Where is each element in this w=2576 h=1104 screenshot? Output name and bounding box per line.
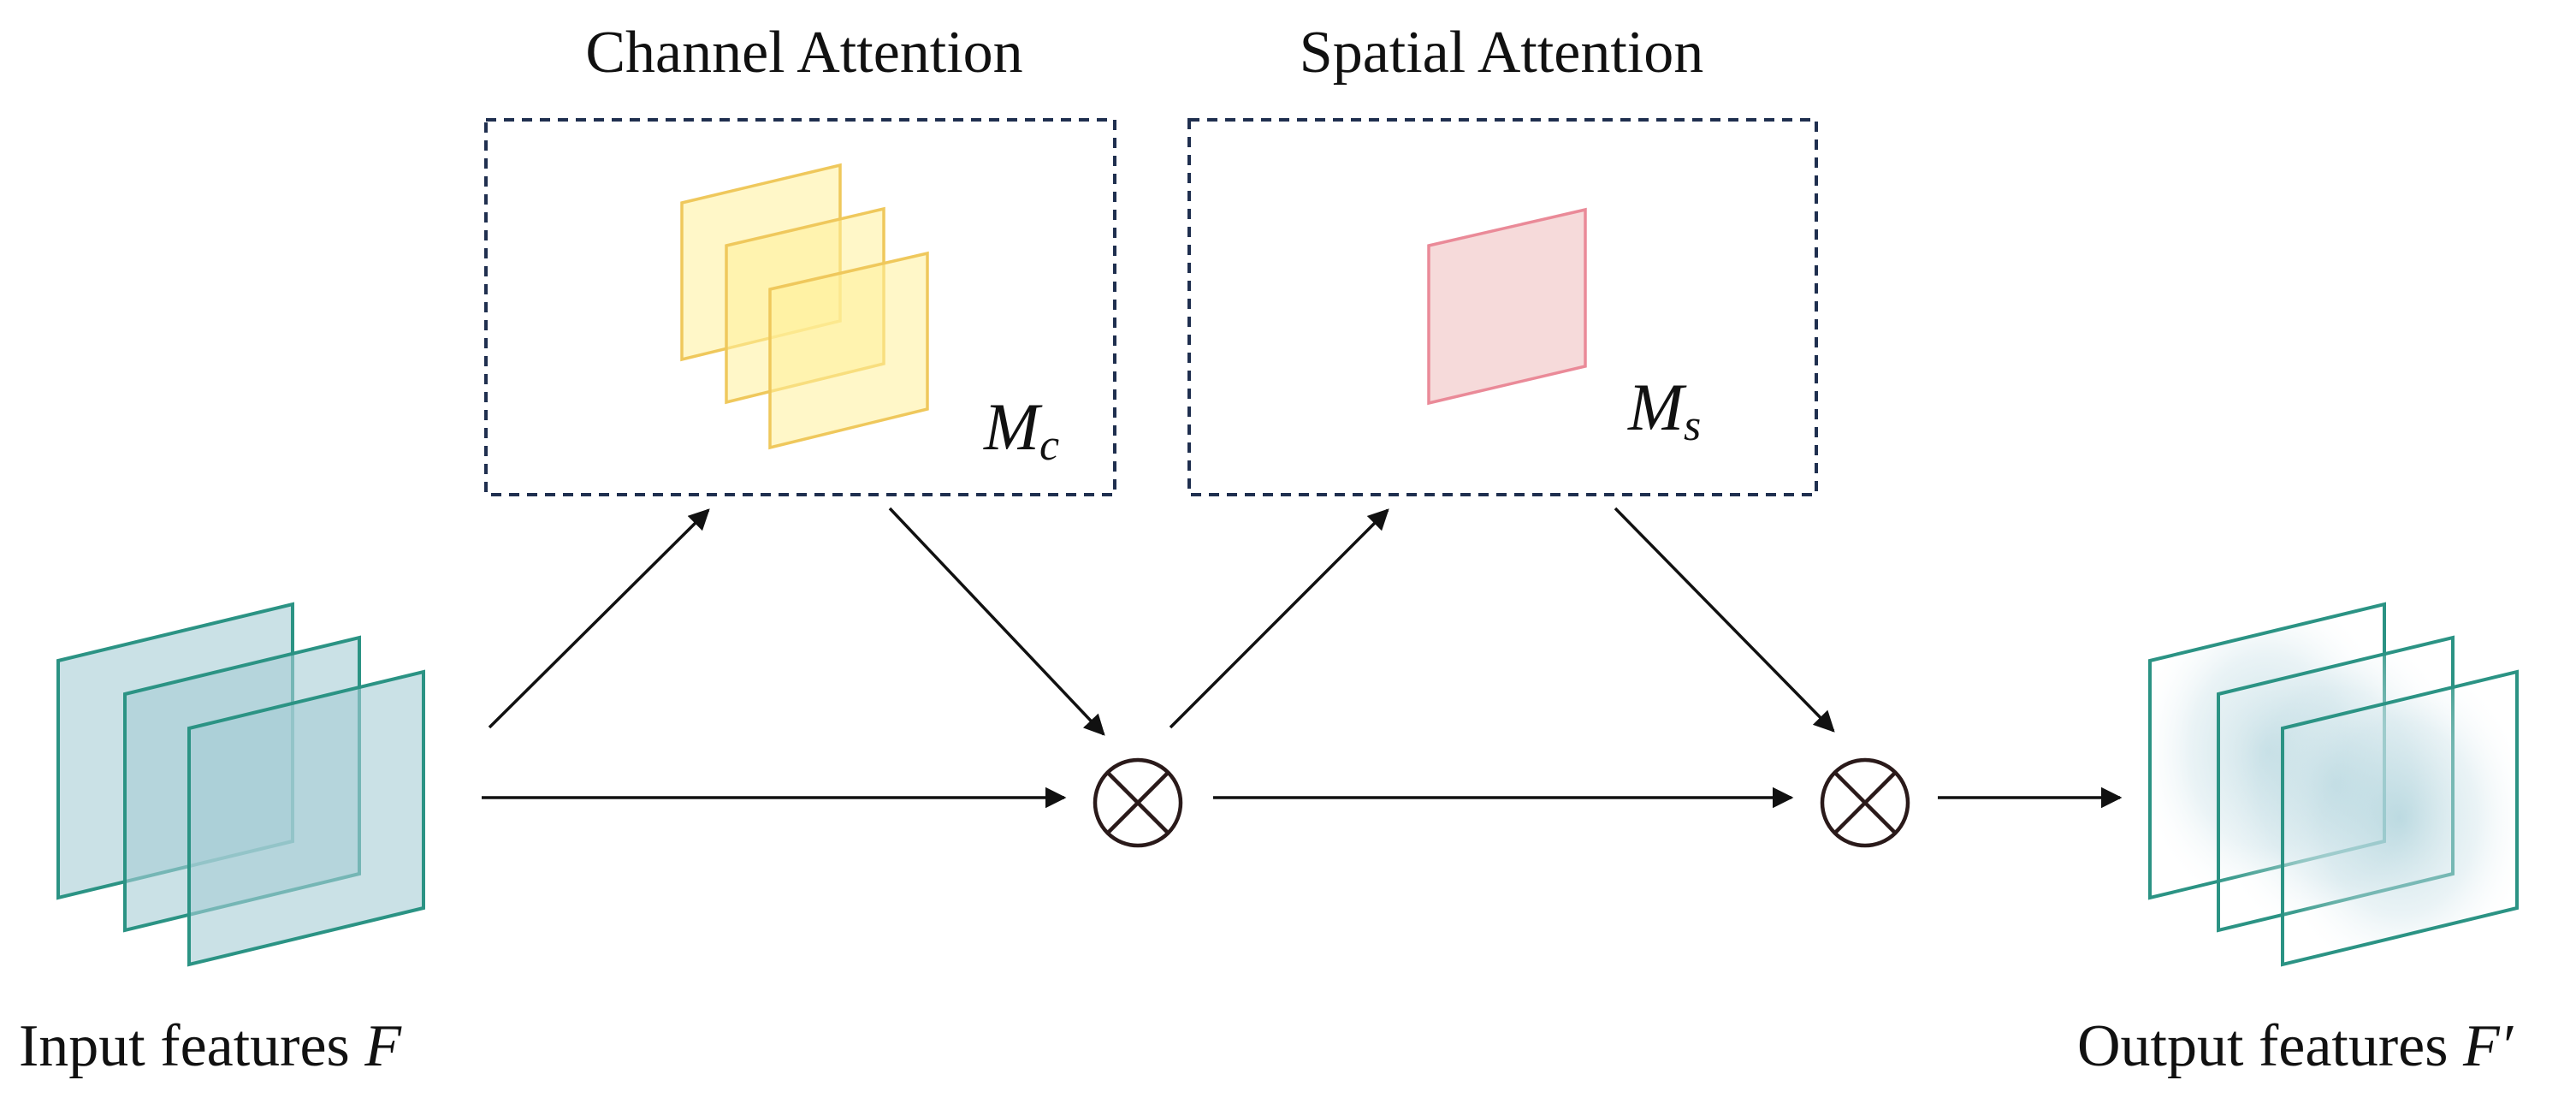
channel-attention-box (484, 118, 1116, 496)
arrow-multiply-1-to-spatial (1169, 508, 1389, 729)
channel-attention-maps (680, 163, 929, 450)
input-map-3 (187, 669, 425, 967)
input-feature-maps (56, 602, 425, 967)
output-feature-maps (2148, 602, 2519, 967)
output-map-3 (2281, 669, 2519, 967)
spatial-attention-title: Spatial Attention (1300, 20, 1703, 86)
output-features-label: Output features F′ (2077, 1013, 2514, 1079)
arrow-channel-to-multiply-1 (888, 507, 1105, 736)
arrow-input-to-channel (488, 508, 710, 729)
input-features-label: Input features F (19, 1013, 402, 1079)
channel-attention-symbol: Mc (983, 389, 1059, 470)
channel-attention-title: Channel Attention (585, 20, 1022, 86)
multiply-operator-2 (1820, 757, 1910, 848)
channel-map-3 (768, 251, 929, 450)
spatial-attention-symbol: Ms (1627, 370, 1701, 450)
arrow-spatial-to-multiply-2 (1614, 507, 1835, 733)
spatial-attention-map (1427, 207, 1587, 406)
multiply-operator-1 (1093, 757, 1183, 848)
spatial-attention-box (1187, 118, 1818, 496)
